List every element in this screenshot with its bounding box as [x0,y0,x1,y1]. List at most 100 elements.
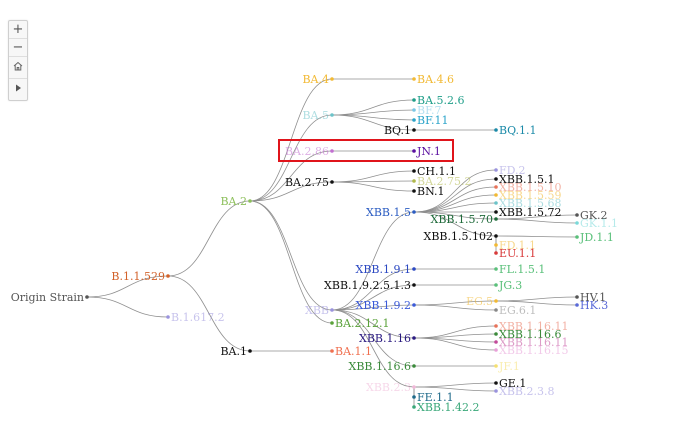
node-label-xbb1572[interactable]: XBB.1.5.72 [499,206,561,219]
node-dot-jg3[interactable] [494,283,498,287]
node-label-eg61[interactable]: EG.6.1 [499,304,536,317]
node-dot-xbb19251[interactable] [412,283,416,287]
node-dot-bf7[interactable] [412,108,416,112]
node-label-xbb1166p[interactable]: XBB.1.16.6 [349,360,411,373]
node-dot-jd11[interactable] [575,235,579,239]
node-dot-bn1[interactable] [412,189,416,193]
node-dot-root[interactable] [85,295,89,299]
node-label-root[interactable]: Origin Strain [11,291,84,304]
node-label-b11529[interactable]: B.1.1.529 [111,270,165,283]
node-label-eu11[interactable]: EU.1.1 [499,247,536,260]
node-dot-jf1[interactable] [494,364,498,368]
node-dot-xbb[interactable] [330,308,334,312]
node-label-eg5[interactable]: EG.5 [466,295,493,308]
node-dot-ba4[interactable] [330,77,334,81]
node-label-xbb23[interactable]: XBB.2.3 [366,381,411,394]
node-label-ba2752[interactable]: BA.2.75.2 [417,175,472,188]
node-label-xbb1570[interactable]: XBB.1.5.70 [431,213,493,226]
node-label-bn1[interactable]: BN.1 [417,185,445,198]
node-label-xbb1568[interactable]: XBB.1.5.68 [499,197,561,210]
node-dot-xbb1570[interactable] [494,217,498,221]
node-label-ge1[interactable]: GE.1 [499,377,526,390]
node-dot-xbb15[interactable] [412,210,416,214]
node-label-jg3[interactable]: JG.3 [498,279,522,292]
node-dot-xbb15102[interactable] [494,234,498,238]
node-label-fd2[interactable]: FD.2 [499,164,526,177]
node-label-bf11[interactable]: BF.11 [417,114,449,127]
node-label-xbb19251[interactable]: XBB.1.9.2.5.1.3 [324,279,411,292]
node-label-xbb11611[interactable]: XBB.1.16.11 [499,320,568,333]
node-dot-ba46[interactable] [412,77,416,81]
node-dot-xbb192[interactable] [412,303,416,307]
node-dot-jn1[interactable] [412,149,416,153]
node-dot-fd11[interactable] [494,243,498,247]
node-label-ba526[interactable]: BA.5.2.6 [417,94,465,107]
node-label-xbb238[interactable]: XBB.2.3.8 [499,385,554,398]
node-dot-xbb1568[interactable] [494,201,498,205]
play-button[interactable] [9,83,27,100]
node-label-bf7[interactable]: BF.7 [417,104,442,117]
node-dot-eu11[interactable] [494,251,498,255]
node-dot-xbb11611[interactable] [494,324,498,328]
node-dot-xbb238[interactable] [494,389,498,393]
node-label-xbb116_11[interactable]: XBB.1.16.11 [499,336,568,349]
node-dot-xbb1166p[interactable] [412,364,416,368]
node-label-hk3[interactable]: HK.3 [580,299,608,312]
node-dot-xbb23[interactable] [412,385,416,389]
node-label-ba5[interactable]: BA.5 [302,109,329,122]
node-dot-ba5[interactable] [330,113,334,117]
node-dot-ba286[interactable] [330,149,334,153]
node-dot-eg61[interactable] [494,308,498,312]
node-dot-ba1[interactable] [248,349,252,353]
node-label-xbb1510[interactable]: XBB.1.5.10 [499,181,561,194]
zoom-in-button[interactable]: + [9,21,27,39]
home-button[interactable] [9,61,27,79]
node-dot-gk11[interactable] [575,221,579,225]
node-label-fl151[interactable]: FL.1.5.1 [499,263,545,276]
node-label-b16172[interactable]: B.1.617.2 [171,311,225,324]
node-dot-xbb1422[interactable] [412,405,416,409]
node-label-ba2121[interactable]: BA.2.12.1 [335,317,390,330]
node-dot-eg5[interactable] [494,299,498,303]
node-dot-xbb191[interactable] [412,267,416,271]
node-label-xbb192[interactable]: XBB.1.9.2 [356,299,411,312]
node-dot-xbb1572[interactable] [494,210,498,214]
node-dot-xbb116_11[interactable] [494,340,498,344]
node-dot-xbb116[interactable] [412,336,416,340]
node-label-ba1[interactable]: BA.1 [220,345,247,358]
node-dot-bq11[interactable] [494,128,498,132]
node-label-xbb116[interactable]: XBB.1.16 [359,332,411,345]
node-dot-xbb1166[interactable] [494,332,498,336]
node-label-xbb1559[interactable]: XBB.1.5.59 [499,189,561,202]
node-label-fd11[interactable]: FD.1.1 [499,239,536,252]
node-label-xbb15[interactable]: XBB.1.5 [366,206,411,219]
node-dot-ba526[interactable] [412,98,416,102]
node-dot-bq1[interactable] [412,128,416,132]
node-label-ba275[interactable]: BA.2.75 [285,176,329,189]
node-label-xbb11615[interactable]: XBB.1.16.15 [499,344,568,357]
node-label-ba2[interactable]: BA.2 [220,195,247,208]
node-dot-xbb1559[interactable] [494,193,498,197]
node-dot-ba2[interactable] [248,199,252,203]
node-dot-hv1[interactable] [575,295,579,299]
node-label-xbb151[interactable]: XBB.1.5.1 [499,173,554,186]
node-dot-b11529[interactable] [166,274,170,278]
node-dot-ba2121[interactable] [330,321,334,325]
node-label-jf1[interactable]: JF.1 [498,360,520,373]
node-dot-b16172[interactable] [166,315,170,319]
node-dot-hk3[interactable] [575,303,579,307]
node-dot-xbb151[interactable] [494,177,498,181]
node-label-xbb1166[interactable]: XBB.1.16.6 [499,328,561,341]
node-label-ba46[interactable]: BA.4.6 [417,73,454,86]
node-label-ba4[interactable]: BA.4 [302,73,329,86]
node-label-xbb1422[interactable]: XBB.1.42.2 [417,401,479,414]
node-label-xbb[interactable]: XBB [305,304,329,317]
node-dot-bf11[interactable] [412,118,416,122]
node-dot-ba11[interactable] [330,349,334,353]
node-label-ch11[interactable]: CH.1.1 [417,165,456,178]
node-dot-ba275[interactable] [330,180,334,184]
node-label-jd11[interactable]: JD.1.1 [579,231,614,244]
node-dot-fl151[interactable] [494,267,498,271]
node-label-xbb191[interactable]: XBB.1.9.1 [356,263,411,276]
node-label-gk11[interactable]: GK.1.1 [580,217,618,230]
